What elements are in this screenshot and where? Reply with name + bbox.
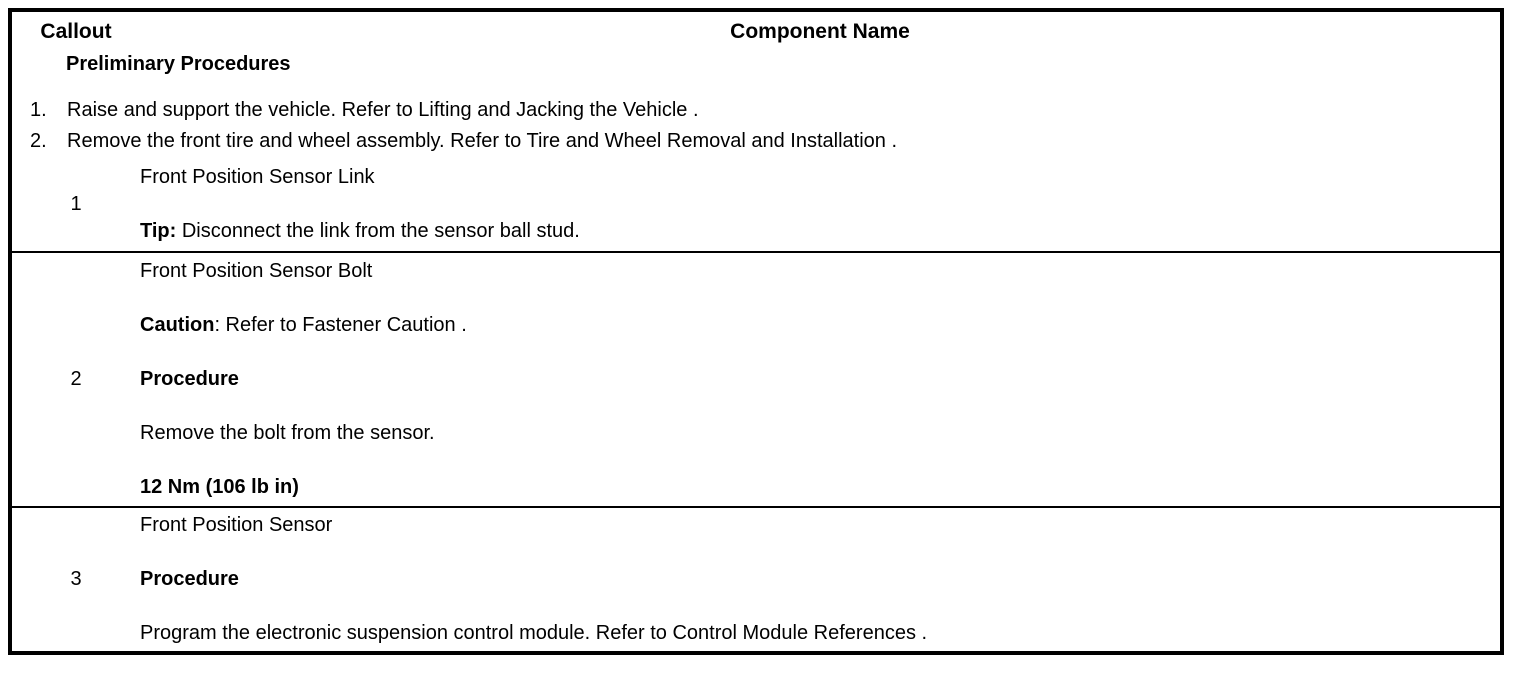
- torque-value: 12 Nm (106 lb in): [140, 476, 299, 498]
- procedure-text: Remove the bolt from the sensor.: [140, 422, 435, 444]
- table-row: 2 Front Position Sensor Bolt Caution: Re…: [10, 252, 1502, 508]
- preliminary-spacer: [12, 77, 1500, 95]
- component-caution: Caution: Refer to Fastener Caution .: [140, 312, 1500, 339]
- table-row: 1 Front Position Sensor Link Tip: Discon…: [10, 157, 1502, 253]
- list-item-text: Raise and support the vehicle. Refer to …: [67, 99, 699, 121]
- table-header-row: Callout Component Name: [10, 10, 1502, 51]
- component-description-cell: Front Position Sensor Bolt Caution: Refe…: [140, 252, 1502, 508]
- component-name: Front Position Sensor Bolt: [140, 260, 373, 282]
- table-row: 3 Front Position Sensor Procedure Progra…: [10, 507, 1502, 653]
- caution-label: Caution: [140, 314, 215, 336]
- list-item-number: 1.: [30, 99, 47, 121]
- preliminary-procedures-list: 1. Raise and support the vehicle. Refer t…: [12, 95, 1500, 157]
- caution-text: : Refer to Fastener Caution .: [214, 314, 467, 336]
- preliminary-procedures-title: Preliminary Procedures: [66, 53, 291, 75]
- procedure-heading: Procedure: [140, 366, 1500, 393]
- callout-number: 2: [10, 252, 140, 508]
- list-item-number: 2.: [30, 130, 47, 152]
- preliminary-procedures-cell: Preliminary Procedures 1. Raise and suppo…: [10, 51, 1502, 157]
- component-description-cell: Front Position Sensor Link Tip: Disconne…: [140, 157, 1502, 253]
- callout-number: 3: [70, 568, 82, 590]
- callout-number: 1: [10, 157, 140, 253]
- note-label: Tip:: [140, 219, 177, 242]
- list-item: 2. Remove the front tire and wheel assemb…: [12, 126, 1500, 157]
- list-item-text: Remove the front tire and wheel assembly…: [67, 130, 898, 152]
- procedure-label: Procedure: [140, 568, 239, 590]
- component-description-cell: Front Position Sensor Procedure Program …: [140, 507, 1502, 653]
- torque-spec: 12 Nm (106 lb in): [140, 474, 1500, 501]
- component-name: Front Position Sensor: [140, 514, 333, 536]
- column-header-callout: Callout: [40, 20, 112, 43]
- preliminary-procedures-row: Preliminary Procedures 1. Raise and suppo…: [10, 51, 1502, 157]
- component-name: Front Position Sensor Link: [140, 165, 375, 188]
- component-note: Tip: Disconnect the link from the sensor…: [140, 218, 1500, 245]
- procedure-heading: Procedure: [140, 566, 1500, 593]
- list-item: 1. Raise and support the vehicle. Refer t…: [12, 95, 1500, 126]
- procedure-label: Procedure: [140, 368, 239, 390]
- service-procedure-table: Callout Component Name Preliminary Proce…: [8, 8, 1504, 655]
- column-header-component-name: Component Name: [730, 20, 910, 43]
- note-text: Disconnect the link from the sensor ball…: [176, 219, 580, 242]
- procedure-text: Program the electronic suspension contro…: [140, 622, 928, 644]
